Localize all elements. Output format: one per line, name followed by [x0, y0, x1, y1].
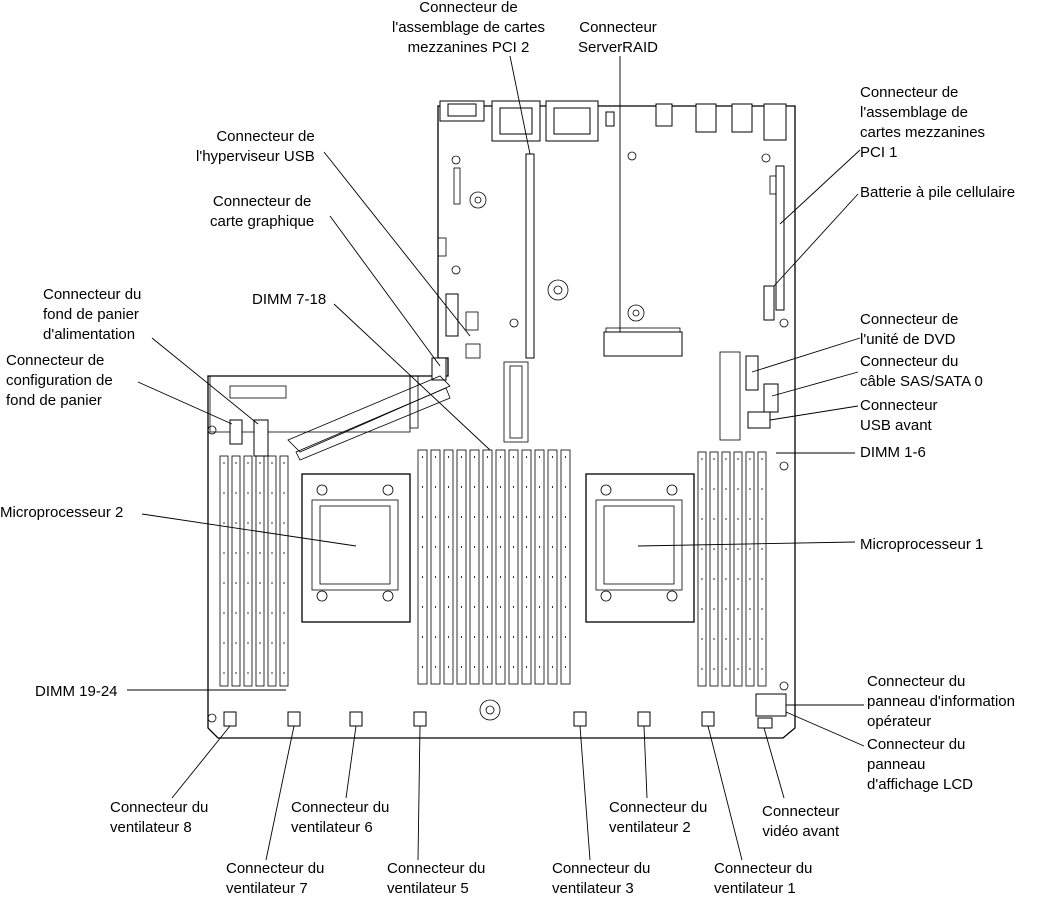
dimm-slot: [469, 449, 480, 685]
fan-6-connector: [349, 711, 363, 727]
dimm-slot: [430, 449, 441, 685]
backplane-config-connector: [229, 419, 243, 445]
dimm-slot: [757, 451, 767, 687]
dimm-slot: [279, 455, 289, 687]
dimm-slot: [534, 449, 545, 685]
dimm-slot: [560, 449, 571, 685]
dimm-slot: [733, 451, 743, 687]
dimm-slot: [255, 455, 265, 687]
graphics-card-connector: [431, 357, 447, 381]
dimm-slot: [267, 455, 277, 687]
serveraid-connector: [603, 331, 683, 357]
dimm-slot: [721, 451, 731, 687]
front-video-connector: [757, 717, 773, 729]
fan-8-connector: [223, 711, 237, 727]
microprocessor-2-socket: [301, 473, 411, 623]
pci-mezzanine-1-connector: [775, 165, 785, 311]
leader-lines: [127, 55, 865, 861]
sas-sata-connector: [763, 383, 779, 413]
dvd-connector: [745, 355, 759, 391]
dimm-slot: [443, 449, 454, 685]
dimm-slot: [456, 449, 467, 685]
dimm-slot: [745, 451, 755, 687]
dimm-slot: [417, 449, 428, 685]
battery: [763, 285, 775, 321]
dimm-slot: [243, 455, 253, 687]
microprocessor-1-socket: [585, 473, 695, 623]
rear-io-connectors: [439, 100, 787, 142]
power-backplane-connector: [253, 419, 269, 457]
fan-7-connector: [287, 711, 301, 727]
dimm-slot: [219, 455, 229, 687]
label-microprocessor-1: Microprocesseur 1: [860, 536, 984, 553]
fan-2-connector: [637, 711, 651, 727]
label-microprocessor-2: Microprocesseur 2: [0, 504, 124, 521]
pci-mezzanine-2-connector: [525, 153, 535, 359]
dimm-slot: [547, 449, 558, 685]
fan-connectors: [223, 711, 715, 727]
dimm-bank-19-24: [219, 455, 289, 687]
fan-3-connector: [573, 711, 587, 727]
fan-5-connector: [413, 711, 427, 727]
usb-front-connector: [747, 411, 771, 429]
label-dimm-1-6: DIMM 1-6: [860, 444, 926, 461]
label-dimm-19-24: DIMM 19-24: [35, 683, 118, 700]
operator-panel-connector: [755, 693, 787, 717]
fan-1-connector: [701, 711, 715, 727]
dimm-bank-1-6: [697, 451, 767, 687]
dimm-slot: [495, 449, 506, 685]
dimm-slot: [482, 449, 493, 685]
dimm-slot: [231, 455, 241, 687]
dimm-bank-7-18: [417, 449, 571, 685]
mounting-holes: [207, 151, 789, 723]
label-dimm-7-18: DIMM 7-18: [252, 291, 327, 308]
dimm-slot: [709, 451, 719, 687]
dimm-slot: [697, 451, 707, 687]
label-battery: Batterie à pile cellulaire: [860, 184, 1016, 201]
dimm-slot: [508, 449, 519, 685]
usb-hypervisor-connector: [445, 293, 459, 337]
dimm-slot: [521, 449, 532, 685]
